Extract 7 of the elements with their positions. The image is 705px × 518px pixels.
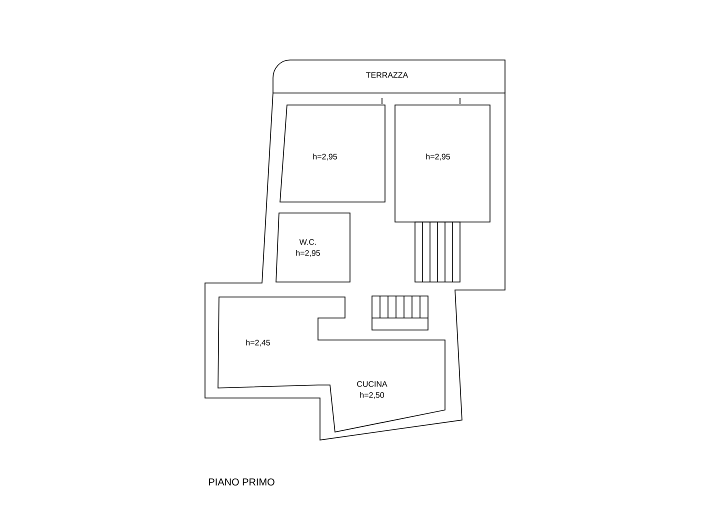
room-label: W.C. h=2,95 — [296, 239, 320, 257]
room-label: CUCINA h=2,50 — [357, 381, 388, 399]
plan-title: PIANO PRIMO — [209, 478, 274, 486]
room-label: TERRAZZA — [366, 72, 408, 78]
room-label: h=2,95 — [313, 154, 337, 160]
room-label: h=2,95 — [426, 154, 450, 160]
room-label: h=2,45 — [246, 340, 270, 346]
